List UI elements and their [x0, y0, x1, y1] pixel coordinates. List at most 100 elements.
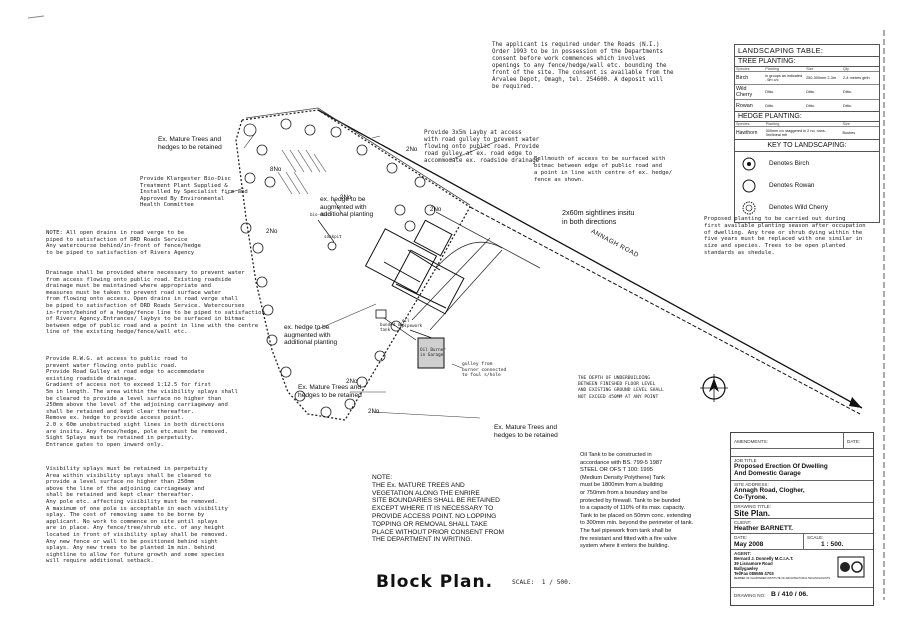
tree-cell: 250-300mm 2-3m [806, 76, 837, 80]
site-boundary [235, 109, 471, 421]
hedge-augment-note-top: ex. hedge to be augmented with additiona… [320, 196, 374, 219]
tree-table-row: Birch in groups as indicated . 6m c/c 25… [735, 72, 879, 85]
tree-symbol [304, 124, 316, 136]
drawing-no: B / 410 / 06. [771, 591, 809, 598]
leader-lines [225, 131, 501, 419]
bellmouth-note: Bellmouth of access to be surfaced with … [534, 156, 673, 183]
tree-table-row: Rowan Ditto. Ditto. Ditto. [735, 100, 879, 112]
date-label: DATE: [734, 535, 748, 540]
hedge-table-row: Hawthorn 300mm c/c staggered in 2 no. ro… [735, 127, 879, 140]
title-block: AMENDMENTS: DATE: JOB TITLE Proposed Ere… [730, 432, 874, 606]
key-list: Denotes Birch Denotes Rowan Denotes Wild… [735, 152, 879, 222]
institute-logo [837, 556, 865, 578]
block-plan-scale: SCALE: 1 / 500. [512, 579, 572, 586]
drawing-no-row: DRAWING NO: B / 410 / 06. [731, 588, 873, 602]
date-scale-row: DATE: May 2008 SCALE: 1 : 500. [731, 534, 873, 550]
client-row: CLIENT: Heather BARNETT. [731, 519, 873, 534]
tree-symbol [356, 144, 368, 156]
tree-symbol [344, 398, 356, 410]
road-edge-north [317, 109, 863, 409]
soakpit-label: soakpit [324, 234, 342, 239]
cherry-key-inner [745, 204, 753, 212]
agent-label: AGENT: [734, 551, 752, 556]
open-drains-note: NOTE: All open drains in road verge to b… [46, 230, 201, 256]
drawing-title-label: DRAWING TITLE: [734, 504, 772, 509]
tree-symbol [414, 176, 426, 188]
birch-key-icon [742, 157, 756, 171]
retain-trees-note: NOTE: THE Ex. MATURE TREES AND VEGETATIO… [372, 474, 505, 544]
tree-cell: Ditto. [843, 90, 852, 94]
hedge-planting-title: HEDGE PLANTING: [735, 112, 879, 122]
tree-planting-title: TREE PLANTING: [735, 57, 879, 67]
drawing-title-row: DRAWING TITLE: Site Plan. [731, 503, 873, 519]
key-wild-cherry: Denotes Wild Cherry [769, 204, 828, 211]
mature-trees-note-bottom: Ex. Mature Trees and hedges to be retain… [494, 424, 558, 439]
tree-cell: Ditto. [843, 103, 852, 108]
cherry-key-icon [742, 201, 756, 215]
hedge-cell: Bushes [842, 131, 856, 135]
tree-symbol [320, 406, 332, 418]
tree-symbol [404, 220, 416, 232]
site-address-label: SITE ADDRESS: [734, 482, 769, 487]
tree-symbol [394, 204, 406, 216]
oil-pipework-label: oil pipework [402, 318, 423, 329]
tree-count-label: 2No [406, 146, 418, 153]
tree-symbol [240, 222, 252, 234]
key-birch: Denotes Birch [769, 160, 810, 167]
tree-cell: in groups as indicated . 6m c/c [765, 74, 803, 82]
bunded-tank-symbol [375, 309, 387, 319]
planting-note: Proposed planting to be carried out duri… [704, 216, 866, 256]
job-title-label: JOB TITLE [734, 458, 757, 463]
tree-symbol [252, 242, 264, 254]
tree-cell: 2-4 metres girth [843, 76, 870, 80]
rwg-access-note: Provide R.W.G. at access to public road … [46, 356, 238, 448]
tree-count-label: 2No [346, 378, 358, 385]
hedge-species: Hawthorn [736, 130, 758, 136]
mature-trees-note-mid: Ex. Mature Trees and hedges to be retain… [298, 384, 362, 399]
agent-details: Bernard J. Donnelly M.C.I.A.T. 39 Lisnam… [734, 556, 794, 576]
tree-symbol [374, 350, 386, 362]
tree-symbol [424, 204, 436, 216]
site-address-row: SITE ADDRESS: Annagh Road, Clogher, Co-T… [731, 481, 873, 503]
boundary-inner-line [245, 107, 471, 206]
institute-line: MEMBER OF CHARTERED INSTITUTE OF ARCHITE… [734, 577, 831, 580]
north-arrow [700, 374, 728, 402]
client-label: CLIENT: [734, 520, 752, 525]
date-scale-divider [803, 534, 804, 550]
driveway-edge-2 [429, 249, 503, 331]
tree-table-row: Wild Cherry Ditto. Ditto. Ditto. [735, 85, 879, 100]
tree-symbol [356, 376, 368, 388]
tree-symbol [330, 126, 342, 138]
tree-cell: Ditto. [765, 103, 775, 108]
tree-table-header: Species Planting Size Qty [735, 67, 879, 72]
key-symbols [742, 157, 756, 215]
amendments-row: AMENDMENTS: DATE: [731, 433, 873, 449]
drawing-title: Site Plan. [734, 509, 771, 518]
tree-cell: Ditto. [806, 90, 815, 94]
tree-species: Birch [736, 75, 749, 81]
date-header-label: DATE: [847, 439, 861, 444]
dwelling-footprint [364, 219, 465, 315]
tree-cell: Ditto. [806, 103, 815, 108]
hedge-header-cell: Size [842, 122, 850, 126]
foul-drain-line [317, 219, 335, 243]
gulley-note: gulley from burner connected to foul s/h… [462, 362, 507, 379]
drainage-note: Drainage shall be provided where necessa… [46, 270, 265, 336]
logo-mark [840, 562, 850, 572]
tree-symbol [256, 144, 268, 156]
scale-value: 1 : 500. [821, 541, 844, 548]
layby-note: Provide 3x5m Layby at access with road g… [424, 130, 540, 164]
corner-mark [27, 15, 45, 19]
tree-species: Rowan [736, 102, 753, 109]
tree-header-cell: Qty [843, 67, 849, 71]
bunded-tank-label: bunded oil tank [380, 322, 406, 333]
hedge-header-cell: Planting [765, 122, 780, 126]
block-plan-title: Block Plan. [376, 572, 494, 592]
birch-key-dot [747, 162, 751, 166]
driveway-edge [411, 237, 491, 321]
tree-symbol [280, 366, 292, 378]
tree-species: Wild Cherry [736, 86, 753, 98]
job-title-row: JOB TITLE Proposed Erection Of Dwelling … [731, 457, 873, 481]
tree-symbol [390, 320, 402, 332]
drainage-hatching [277, 149, 327, 195]
